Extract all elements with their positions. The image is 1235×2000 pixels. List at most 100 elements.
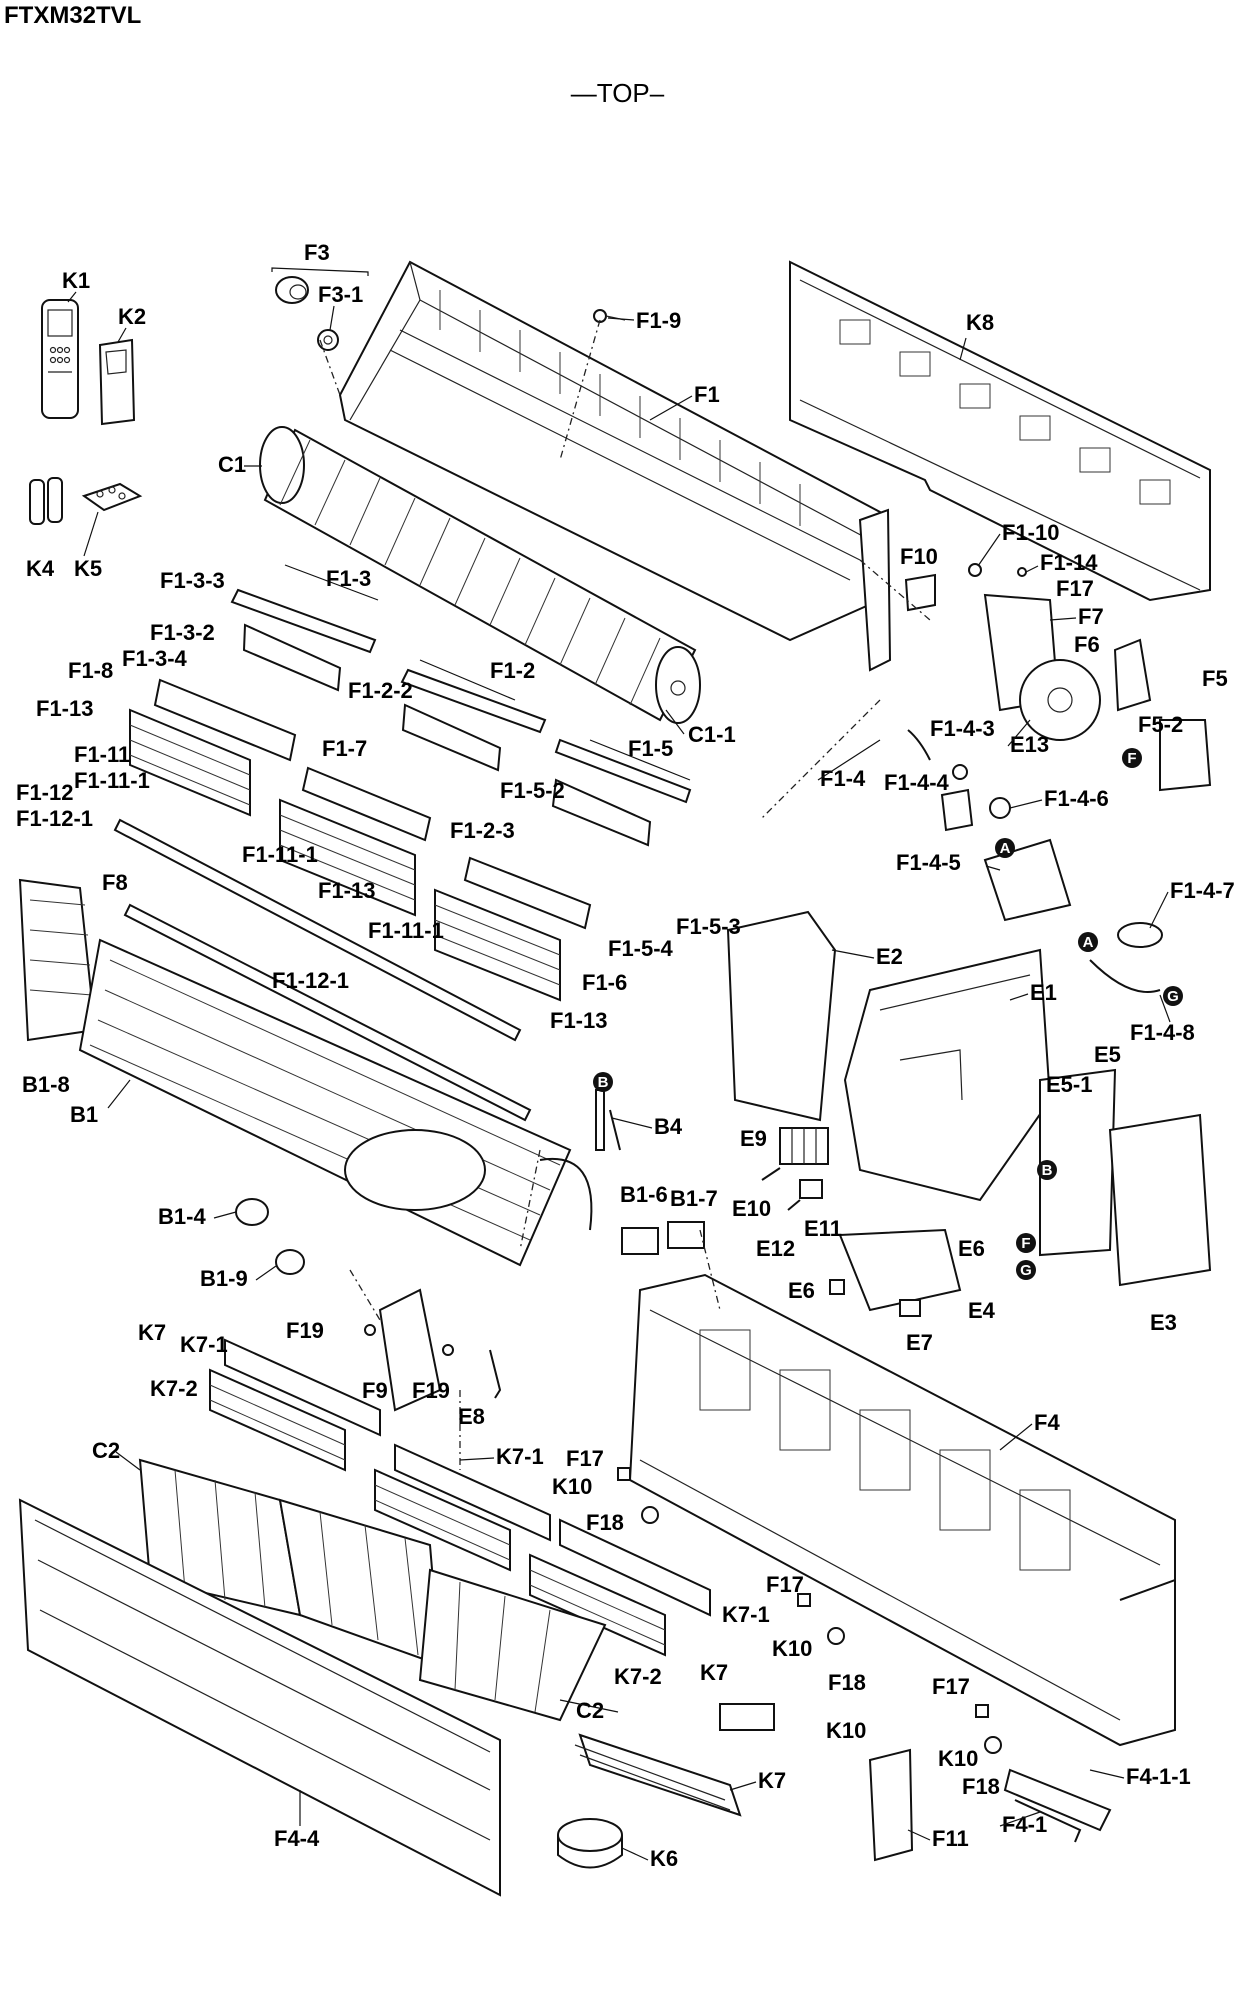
- label-k10-c: K10: [826, 1718, 866, 1743]
- electrical-box-part: [726, 910, 1052, 1202]
- label-k7-1-b: K7-1: [496, 1444, 544, 1469]
- flap-part: [153, 678, 592, 930]
- fan-motor-area-part: [904, 563, 1212, 792]
- label-f4: F4: [1034, 1410, 1060, 1435]
- label-e1: E1: [1030, 980, 1057, 1005]
- accessory-parts: [557, 1467, 1112, 1869]
- label-f1-11-1-b: F1-11-1: [242, 842, 318, 867]
- label-e7: E7: [906, 1330, 933, 1355]
- marker-b-text-2: B: [1042, 1162, 1053, 1179]
- label-f17-c: F17: [766, 1572, 804, 1597]
- assembly-dashed-lines: [319, 319, 931, 1470]
- remote-holder-part: [98, 338, 136, 426]
- label-f4-4: F4-4: [274, 1826, 320, 1851]
- label-f1-3: F1-3: [326, 566, 371, 591]
- label-f1-5-2: F1-5-2: [500, 778, 565, 803]
- label-e2: E2: [876, 944, 903, 969]
- leader-lines: [67, 291, 1171, 1861]
- label-f1-4: F1-4: [820, 766, 866, 791]
- marker-b-thermistor: B: [593, 1072, 613, 1092]
- label-f1-11-1-c: F1-11-1: [368, 918, 444, 943]
- marker-f-text-2: F: [1021, 1235, 1030, 1252]
- label-f19-a: F19: [286, 1318, 324, 1343]
- filter-grille-part: [129, 708, 561, 1002]
- pcb-part: [1039, 1068, 1212, 1287]
- label-f1-13-b: F1-13: [318, 878, 375, 903]
- label-e6-a: E6: [958, 1236, 985, 1261]
- group-brackets: [271, 267, 691, 781]
- screw-part: [593, 309, 626, 323]
- label-e9: E9: [740, 1126, 767, 1151]
- label-b1-4: B1-4: [158, 1204, 206, 1229]
- label-f1-3-2: F1-3-2: [150, 620, 215, 645]
- part-labels: K1 K2 K4 K5 F3 F3-1 F1-9 F1 K8 C1 F1-10 …: [16, 240, 1235, 1871]
- label-k7-2-a: K7-2: [150, 1376, 198, 1401]
- label-f1-8: F1-8: [68, 658, 113, 683]
- label-f4-1: F4-1: [1002, 1812, 1047, 1837]
- label-f1-11: F1-11: [74, 742, 130, 767]
- label-f1-4-4: F1-4-4: [884, 770, 950, 795]
- cross-flow-fan-part: [259, 426, 701, 724]
- label-f1-2-2: F1-2-2: [348, 678, 413, 703]
- label-f1-5: F1-5: [628, 736, 673, 761]
- label-f1-14: F1-14: [1040, 550, 1098, 575]
- label-f1-2-3: F1-2-3: [450, 818, 515, 843]
- label-e13: E13: [1010, 732, 1049, 757]
- label-k6: K6: [650, 1846, 678, 1871]
- batteries-part: [29, 477, 63, 525]
- label-c1-1: C1-1: [688, 722, 736, 747]
- label-f1-4-7: F1-4-7: [1170, 878, 1235, 903]
- label-f1-10: F1-10: [1002, 520, 1059, 545]
- model-title: FTXM32TVL: [4, 2, 142, 29]
- label-f1-12-1-b: F1-12-1: [272, 968, 349, 993]
- label-e3: E3: [1150, 1310, 1177, 1335]
- label-f17-d: F17: [932, 1674, 970, 1699]
- label-f1-2: F1-2: [490, 658, 535, 683]
- label-e8: E8: [458, 1404, 485, 1429]
- swing-motor-part: [907, 729, 1163, 993]
- label-f1-7: F1-7: [322, 736, 367, 761]
- marker-f-pcb: F: [1016, 1233, 1036, 1253]
- marker-g-pcb: G: [1016, 1260, 1036, 1280]
- label-f1-6: F1-6: [582, 970, 627, 995]
- thermistor-part: [595, 1089, 705, 1255]
- marker-a-swing-motor: A: [995, 838, 1015, 858]
- label-f1: F1: [694, 382, 720, 407]
- label-b1-9: B1-9: [200, 1266, 248, 1291]
- label-f1-13-c: F1-13: [550, 1008, 607, 1033]
- screw-pack-part: [81, 482, 143, 512]
- label-b1-6: B1-6: [620, 1182, 668, 1207]
- label-k10-d: K10: [938, 1746, 978, 1771]
- label-e12: E12: [756, 1236, 795, 1261]
- heat-exchanger-part: [78, 938, 593, 1267]
- terminal-block-part: [761, 1127, 962, 1317]
- label-f1-3-3: F1-3-3: [160, 568, 225, 593]
- drain-bracket-part: [364, 1288, 502, 1412]
- label-c2-b: C2: [576, 1698, 604, 1723]
- side-plate-part: [18, 878, 97, 1042]
- label-b4: B4: [654, 1114, 683, 1139]
- label-f8: F8: [102, 870, 128, 895]
- label-k8: K8: [966, 310, 994, 335]
- rod-part: [113, 818, 532, 1122]
- label-f1-5-3: F1-5-3: [676, 914, 741, 939]
- label-f1-12-1-a: F1-12-1: [16, 806, 93, 831]
- mounting-plate-part: [789, 260, 1211, 602]
- marker-b-text-1: B: [598, 1074, 609, 1091]
- label-f7: F7: [1078, 604, 1104, 629]
- label-e4: E4: [968, 1298, 996, 1323]
- label-f10: F10: [900, 544, 938, 569]
- label-f18-b: F18: [828, 1670, 866, 1695]
- marker-g-cable: G: [1163, 986, 1183, 1006]
- label-f4-1-1: F4-1-1: [1126, 1764, 1191, 1789]
- label-f5: F5: [1202, 666, 1228, 691]
- remote-controller-part: [41, 299, 79, 419]
- label-f1-4-6: F1-4-6: [1044, 786, 1109, 811]
- flare-nut-part: [235, 1198, 305, 1275]
- label-b1: B1: [70, 1102, 98, 1127]
- label-f17-b: F17: [566, 1446, 604, 1471]
- label-f1-4-5: F1-4-5: [896, 850, 961, 875]
- label-f18-a: F18: [586, 1510, 624, 1535]
- marker-f-text-1: F: [1127, 750, 1136, 767]
